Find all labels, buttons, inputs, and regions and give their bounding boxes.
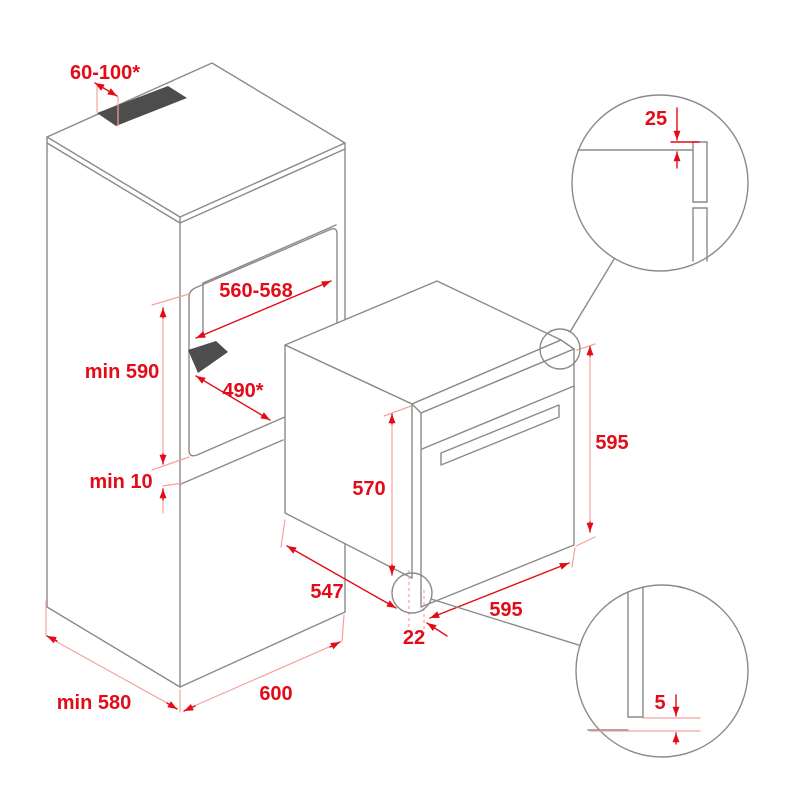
oven-width-arrow [429,562,570,619]
cabinet [46,62,346,688]
cabinet-depth-arrow-right [166,701,178,710]
cabinet-dimensions [45,82,345,713]
label-oven-body-height: 570 [352,478,385,500]
corner-marker-bottom [391,572,433,614]
niche-width-arrow [195,280,332,339]
niche-opening [188,227,338,457]
oven-left-face [284,344,413,579]
detail-circle-top [571,94,749,272]
oven-control-panel-line [421,385,575,450]
cabinet-depth-line [47,636,177,709]
label-niche-depth: 490* [222,380,263,402]
label-oven-body-depth: 547 [310,581,343,603]
label-door-protrusion: 22 [403,627,425,649]
cabinet-width-line [184,642,339,711]
label-detail-top-overlap: 25 [645,108,667,130]
cabinet-width-ext-right [341,614,345,643]
cabinet-bottom-front-edge [179,611,346,688]
corner-marker-top [539,328,581,370]
oven-width-ext-right [571,547,576,568]
detail-circle-bottom [575,584,749,758]
label-detail-bottom-gap: 5 [654,692,665,714]
door-height-ext-bottom [575,536,596,547]
label-cabinet-width: 600 [259,683,292,705]
cabinet-depth-arrow-left [46,635,58,644]
label-cabinet-depth: min 580 [57,692,131,714]
vent-width-arrow [94,82,118,97]
door-protrusion-arrow [426,622,448,637]
label-bottom-vent-gap: min 10 [89,471,152,493]
oven-door-face [420,348,575,608]
dimension-labels: 60-100* 560-568 min 590 490* min 10 570 … [57,62,667,714]
body-depth-ext [280,519,286,548]
cabinet-width-arrow-right [329,641,341,650]
detail-top-content [577,107,708,262]
niche-depth-arrow [195,375,271,421]
label-oven-width: 595 [489,599,522,621]
label-oven-door-height: 595 [595,432,628,454]
oven-dimensions [280,343,596,637]
detail-bottom-content [587,586,701,745]
niche-inner-top-edge [202,224,337,284]
label-niche-width: 560-568 [219,280,292,302]
oven [284,280,575,608]
body-height-ext-top [383,405,412,417]
cabinet-top-face [46,62,346,218]
oven-door-handle [440,404,560,466]
label-niche-height: min 590 [85,361,159,383]
detail-callouts [391,94,749,758]
top-vent-opening [97,86,187,126]
niche-bottom-slot-edge [180,439,284,485]
niche-shelf-marker [188,341,228,373]
bottom-gap-ext [162,482,183,487]
cabinet-bottom-left-edge [46,606,181,688]
niche-height-ext-bottom [151,456,190,471]
body-depth-arrow [286,545,397,609]
label-vent-width: 60-100* [70,62,140,84]
cabinet-width-arrow-left [183,704,196,712]
niche-height-ext-top [151,293,190,306]
